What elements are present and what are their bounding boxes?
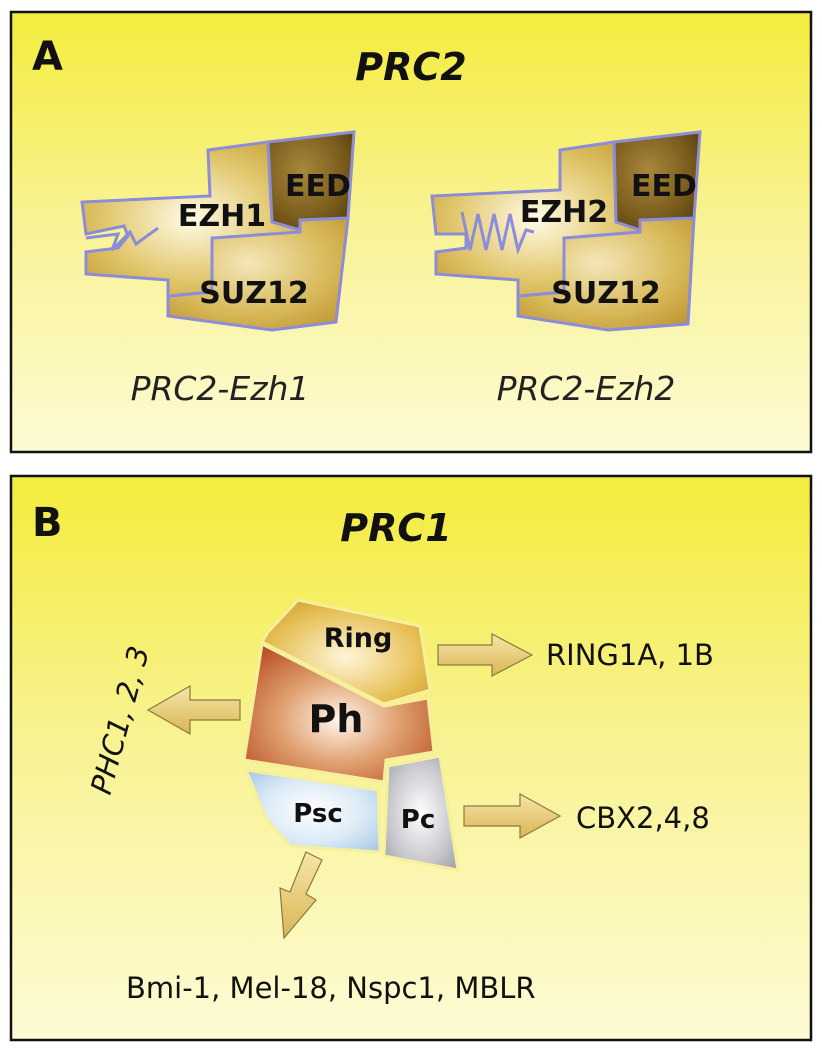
arrow-to-psc-homologs bbox=[279, 851, 323, 940]
panel-b-frame bbox=[9, 474, 813, 1042]
arrow-to-ring-homologs bbox=[437, 633, 534, 677]
ring-shape bbox=[259, 598, 432, 706]
suz12-label: SUZ12 bbox=[551, 276, 660, 311]
eed-shape bbox=[266, 130, 356, 232]
prc2-ezh1-complex: EZH1 EED SUZ12 bbox=[80, 130, 356, 332]
prc2-ezh1-name: PRC2-Ezh1 bbox=[131, 369, 310, 408]
arrow-to-ph-homologs bbox=[146, 684, 241, 736]
set-domain-zigzag bbox=[85, 226, 159, 252]
ring-label: Ring bbox=[324, 623, 393, 654]
pc-shape bbox=[382, 754, 460, 872]
eed-shape bbox=[612, 130, 702, 233]
arrow-to-pc-homologs bbox=[463, 792, 562, 840]
ring-homologs-label: RING1A, 1B bbox=[546, 638, 714, 672]
panel-a-title: PRC2 bbox=[355, 45, 466, 89]
ph-label: Ph bbox=[309, 697, 364, 741]
panel-b-letter: B bbox=[32, 500, 63, 546]
panel-a-letter: A bbox=[32, 34, 63, 80]
panel-b: B PRC1 Ring Ph Psc Pc RING1A, 1B PHC1, 2… bbox=[9, 474, 813, 1042]
psc-shape bbox=[243, 768, 382, 854]
suz12-label: SUZ12 bbox=[199, 276, 308, 311]
set-domain-zigzag bbox=[460, 211, 535, 256]
panel-b-title: PRC1 bbox=[340, 506, 451, 550]
panel-a: A PRC2 EZH1 EED SUZ12 PRC2-Ezh1 bbox=[9, 10, 813, 454]
ezh1-label: EZH1 bbox=[178, 199, 266, 234]
pc-homologs-label: CBX2,4,8 bbox=[576, 801, 710, 835]
ezh2-label: EZH2 bbox=[520, 195, 608, 230]
psc-homologs-label: Bmi-1, Mel-18, Nspc1, MBLR bbox=[126, 971, 536, 1005]
prc1-complex: Ring Ph Psc Pc bbox=[242, 598, 460, 872]
eed-label: EED bbox=[631, 169, 697, 204]
psc-label: Psc bbox=[293, 799, 343, 829]
ph-shape bbox=[242, 641, 436, 784]
eed-label: EED bbox=[285, 169, 351, 204]
prc2-ezh2-complex: EZH2 EED SUZ12 bbox=[430, 130, 702, 332]
prc2-ezh2-name: PRC2-Ezh2 bbox=[497, 369, 676, 408]
pc-label: Pc bbox=[401, 805, 435, 835]
